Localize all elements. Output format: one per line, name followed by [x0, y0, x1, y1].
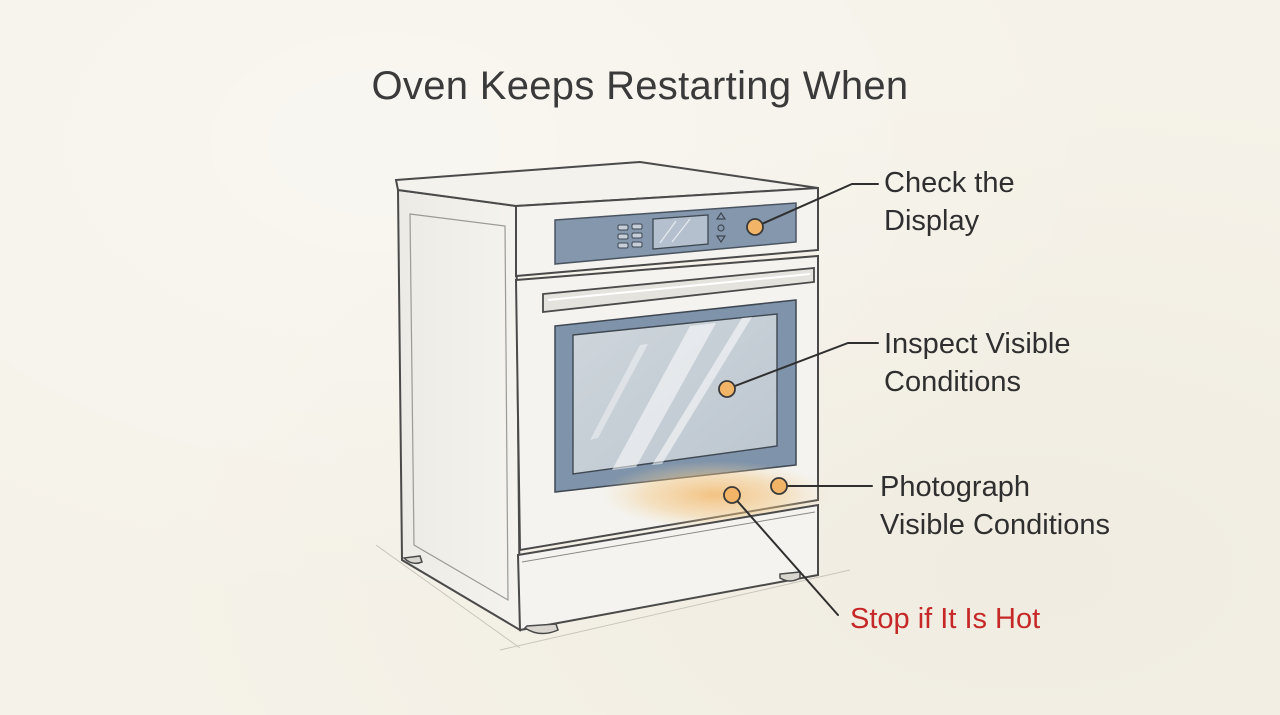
oven-drawer: [516, 503, 819, 632]
marker-inspect: [718, 380, 736, 398]
drawer-edge: [521, 511, 816, 563]
handle-highlight: [547, 273, 811, 301]
arrow-buttons: [715, 211, 727, 244]
callout-check-display: Check the Display: [884, 164, 1015, 240]
oven-door-handle: [542, 267, 815, 314]
callout-inspect-conditions: Inspect Visible Conditions: [884, 325, 1070, 401]
callout-text: Inspect Visible: [884, 328, 1071, 360]
keypad-buttons: [617, 223, 643, 249]
leader-display: [754, 183, 879, 228]
callout-markers: [718, 218, 788, 504]
oven-feet: [402, 555, 801, 635]
callout-text: Photograph: [880, 471, 1030, 503]
callout-photograph-conditions: Photograph Visible Conditions: [880, 468, 1110, 544]
callout-text: Check the: [884, 167, 1015, 199]
marker-photograph: [770, 477, 788, 495]
marker-stop: [723, 486, 741, 504]
floor-lines: [375, 544, 851, 651]
page-title: Oven Keeps Restarting When: [371, 64, 909, 108]
callout-text: Display: [884, 205, 980, 237]
callout-stop-if-hot: Stop if It Is Hot: [850, 600, 1040, 638]
side-panel-inset: [409, 213, 509, 602]
callout-text: Conditions: [884, 366, 1022, 398]
display-reflection: [659, 218, 691, 244]
leader-lines: [726, 183, 879, 616]
marker-display: [746, 218, 764, 236]
leader-stop: [731, 494, 839, 616]
warning-text: Stop if It Is Hot: [850, 603, 1041, 635]
callout-text: Visible Conditions: [880, 509, 1110, 541]
leader-inspect: [726, 342, 879, 390]
glass-reflections: [590, 317, 752, 470]
